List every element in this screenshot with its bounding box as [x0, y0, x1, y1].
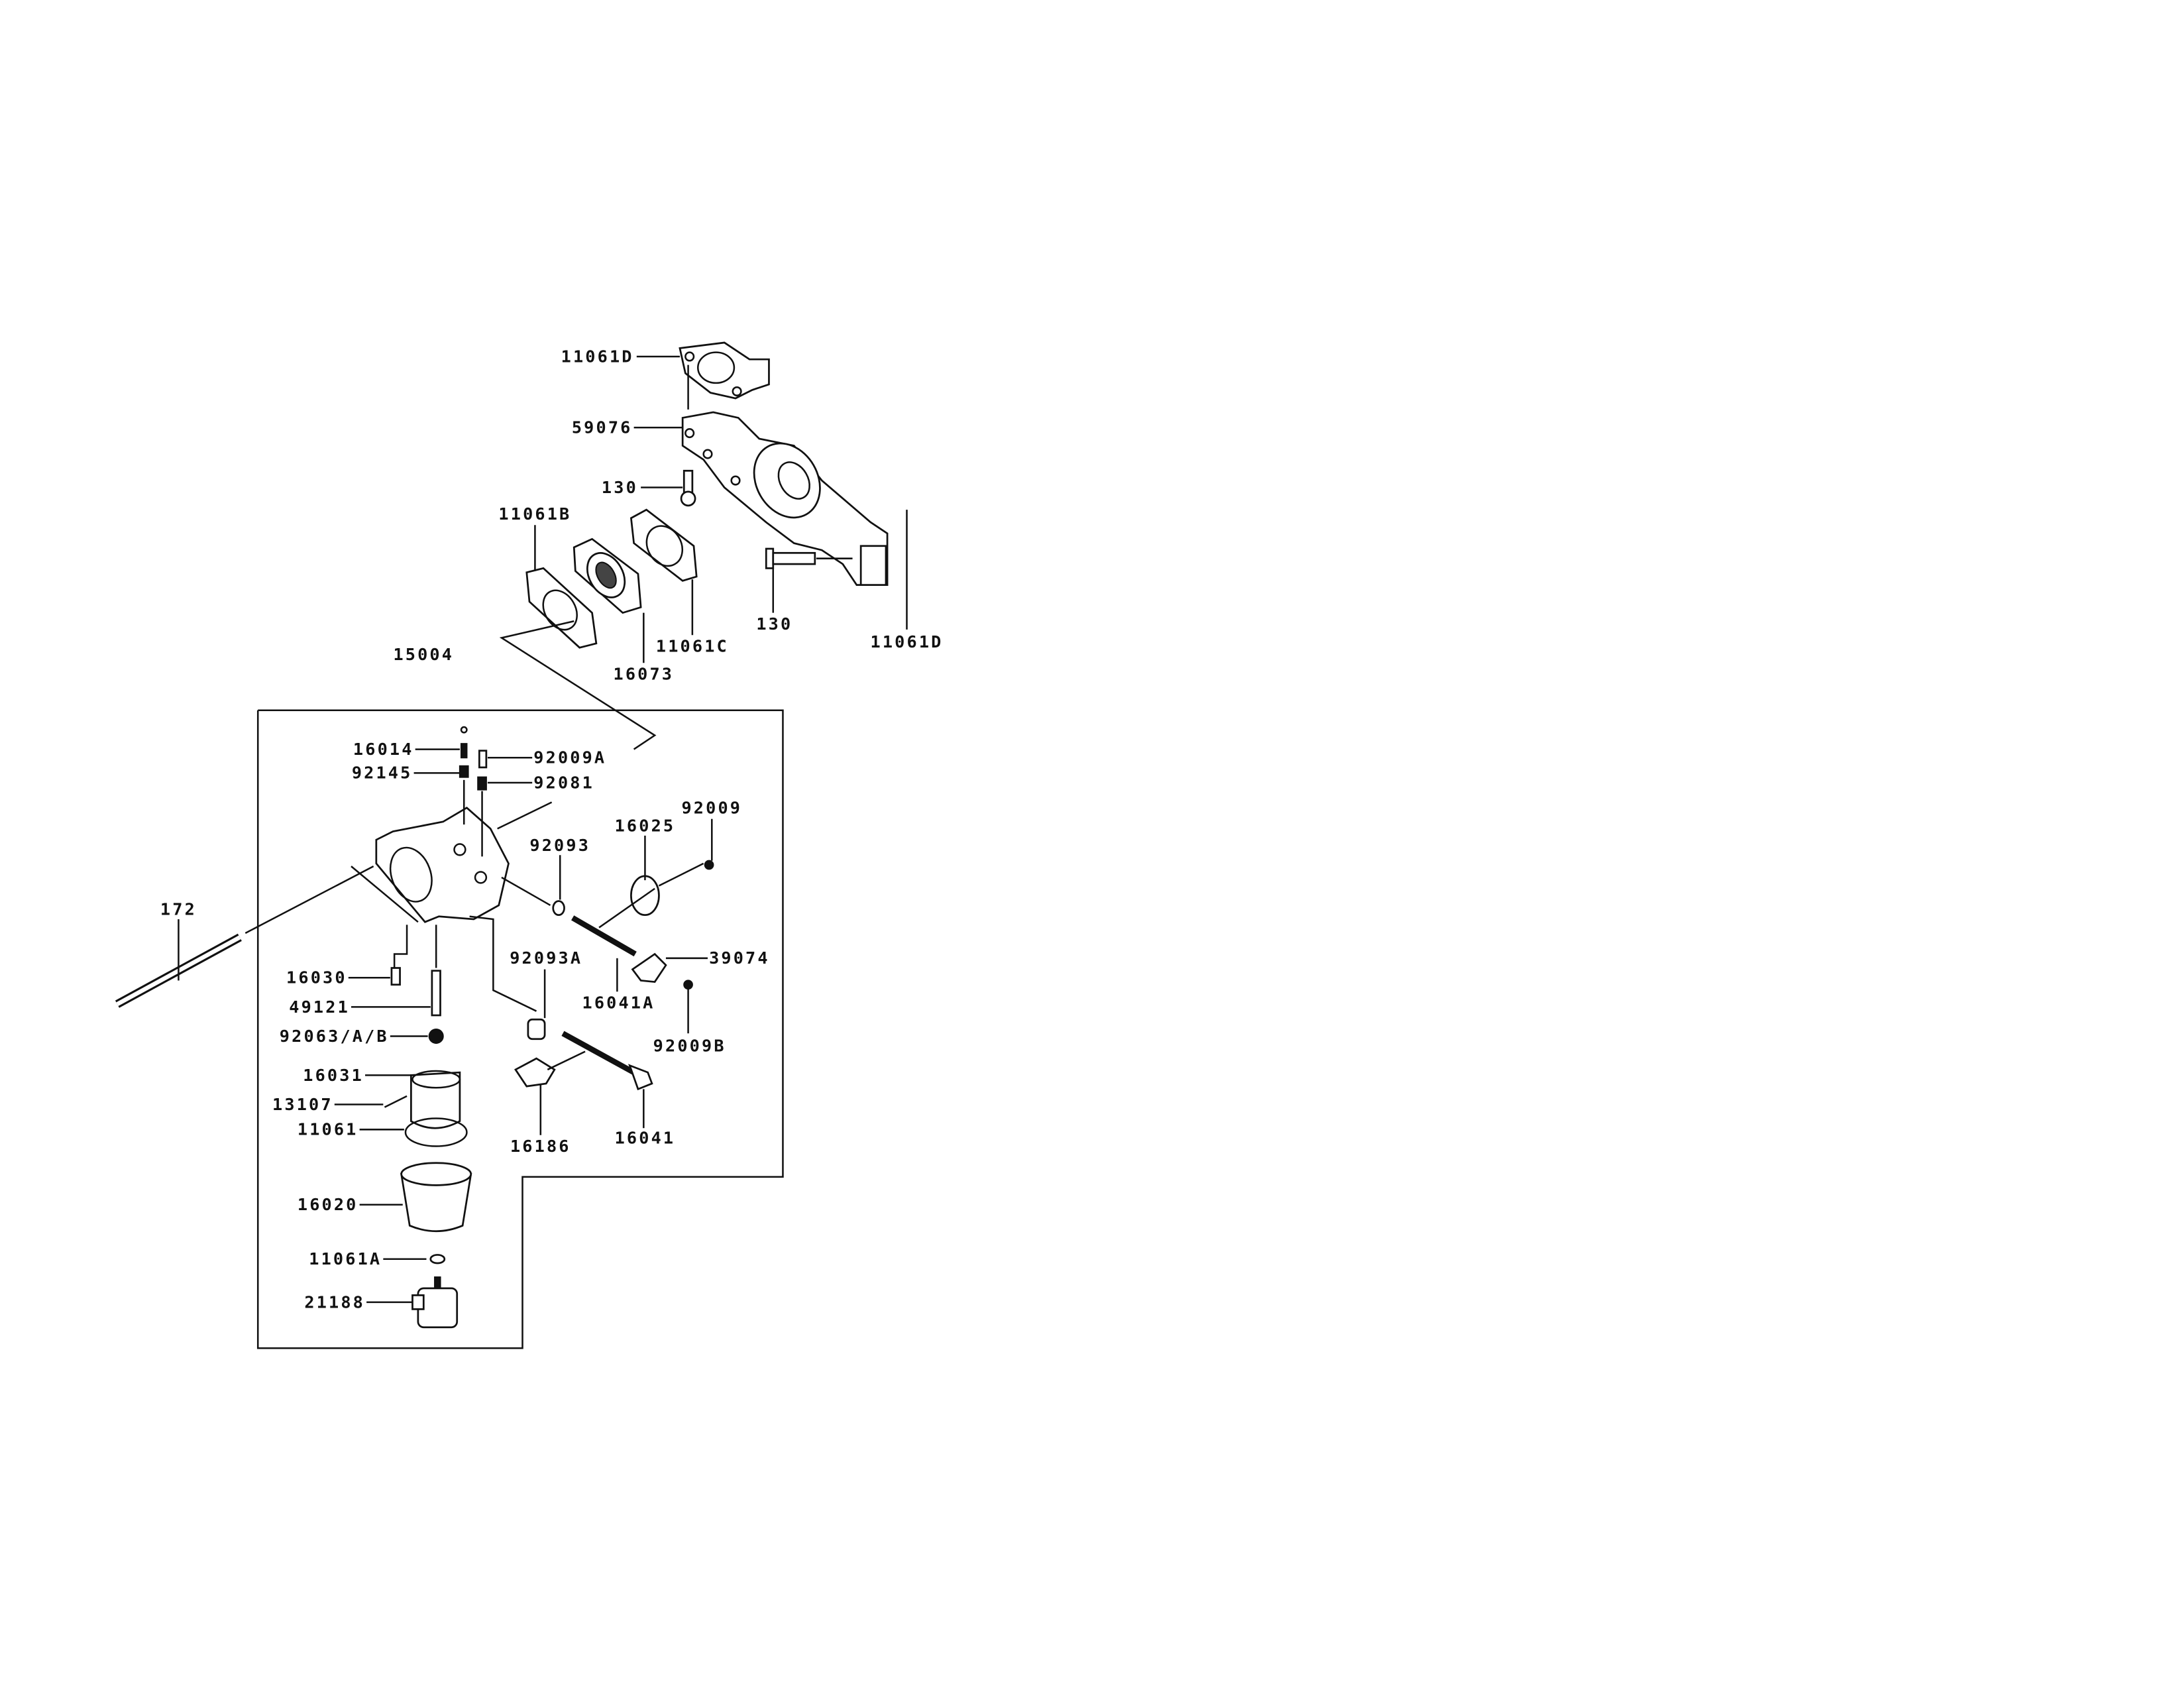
intake-manifold-59076 — [681, 411, 889, 586]
screw-92009b — [683, 980, 693, 990]
lever-39074 — [631, 952, 667, 983]
jet-16030 — [390, 967, 401, 986]
assembly-15004-frame — [256, 709, 784, 1349]
label-49121: 49121 — [289, 997, 350, 1017]
gasket-11061b — [525, 567, 598, 649]
label-16025: 16025 — [615, 816, 676, 836]
gasket-11061 — [404, 1117, 468, 1147]
float-bowl-16020 — [400, 1162, 472, 1233]
pin-13107 — [384, 1095, 408, 1108]
insulator-16073 — [573, 537, 642, 614]
part-16014-tip — [460, 726, 468, 734]
seal-92093 — [552, 900, 565, 917]
gasket-11061d-top — [679, 341, 770, 400]
label-92081: 92081 — [533, 773, 594, 792]
label-39074: 39074 — [709, 948, 770, 968]
label-16041: 16041 — [615, 1128, 676, 1147]
washer-11061a — [429, 1254, 446, 1265]
pipe-49121 — [431, 970, 441, 1017]
float-16031 — [410, 1070, 461, 1129]
spring-92145 — [459, 765, 469, 778]
collar-92093a — [527, 1018, 546, 1041]
label-13107: 13107 — [272, 1095, 333, 1114]
label-172: 172 — [160, 900, 197, 919]
screw-92009a — [478, 750, 488, 769]
label-16031: 16031 — [303, 1066, 364, 1085]
label-15004: 15004 — [393, 645, 454, 664]
label-21188: 21188 — [304, 1292, 365, 1312]
label-92145: 92145 — [352, 763, 413, 783]
label-92009a: 92009A — [533, 748, 606, 767]
carburetor-body — [375, 807, 510, 923]
label-130-right: 130 — [756, 614, 792, 634]
label-16020: 16020 — [298, 1195, 358, 1214]
bolt-130-right — [765, 547, 816, 569]
label-92009b: 92009B — [653, 1037, 726, 1056]
bolt-130-left — [680, 469, 696, 507]
label-11061c: 11061C — [656, 636, 729, 655]
label-11061b: 11061B — [498, 504, 571, 524]
plate-16186 — [514, 1057, 556, 1088]
screw-92009 — [704, 860, 714, 870]
solenoid-21188 — [411, 1276, 459, 1329]
part-labels: 11061D 59076 130 11061B 16073 11061C 130… — [160, 347, 944, 1312]
label-16073: 16073 — [614, 665, 675, 684]
jet-92063 — [428, 1028, 444, 1044]
label-92093: 92093 — [529, 836, 590, 855]
shaft-16041a — [571, 915, 637, 957]
label-16030: 16030 — [286, 968, 347, 987]
label-11061a: 11061A — [309, 1249, 382, 1268]
shaft-16041 — [561, 1031, 635, 1075]
gasket-11061c — [629, 508, 698, 582]
label-16186: 16186 — [510, 1137, 571, 1156]
label-11061: 11061 — [298, 1120, 358, 1139]
label-16014: 16014 — [353, 740, 414, 759]
label-11061d-top: 11061D — [561, 347, 634, 366]
label-92009: 92009 — [681, 798, 742, 817]
label-59076: 59076 — [572, 418, 633, 437]
label-16041a: 16041A — [582, 993, 655, 1012]
label-11061d-right: 11061D — [871, 632, 944, 651]
label-92063ab: 92063/A/B — [280, 1027, 389, 1046]
needle-16014 — [460, 743, 468, 759]
label-130-left: 130 — [602, 478, 638, 497]
spring-92081 — [477, 776, 487, 791]
label-92093a: 92093A — [510, 948, 582, 968]
